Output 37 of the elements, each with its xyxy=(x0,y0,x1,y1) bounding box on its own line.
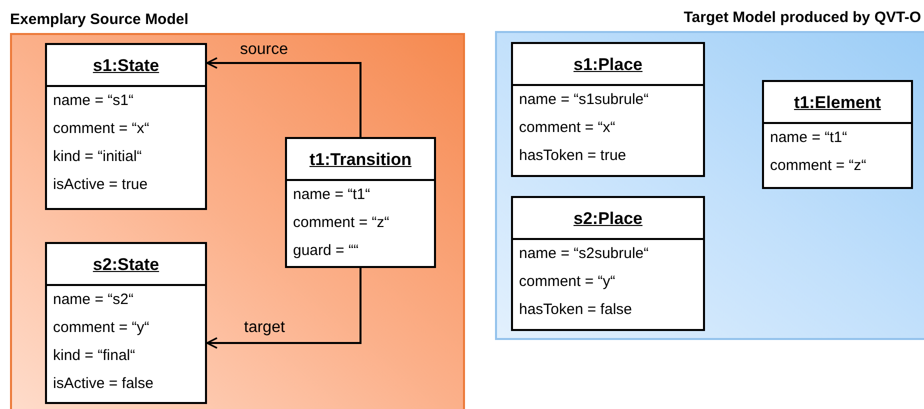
attribute-text: name = “s2subrule“ xyxy=(519,244,649,264)
object-box xyxy=(45,242,207,404)
object-name: t1:Element xyxy=(794,94,881,110)
attribute-text: name = “s1“ xyxy=(53,91,134,111)
attribute-text: comment = “x“ xyxy=(519,118,616,138)
attribute-text: name = “s1subrule“ xyxy=(519,90,649,110)
attribute-text: hasToken = false xyxy=(519,300,632,320)
arrow xyxy=(206,268,362,349)
attribute-text: isActive = false xyxy=(53,374,154,394)
edge-label: target xyxy=(244,318,285,338)
attribute-text: comment = “y“ xyxy=(519,272,616,292)
object-box xyxy=(511,196,705,331)
panel-title: Exemplary Source Model xyxy=(10,10,188,30)
attribute-text: name = “t1“ xyxy=(293,185,370,205)
attribute-text: comment = “z“ xyxy=(293,213,390,233)
object-name: s1:Place xyxy=(574,56,642,72)
attribute-text: name = “s2“ xyxy=(53,290,134,310)
attribute-text: comment = “z“ xyxy=(770,156,866,176)
attribute-text: comment = “y“ xyxy=(53,318,150,338)
object-name: t1:Transition xyxy=(309,150,412,168)
object-box xyxy=(285,137,436,268)
attribute-text: isActive = true xyxy=(53,175,148,195)
attribute-text: kind = “initial“ xyxy=(53,147,142,167)
object-name: s1:State xyxy=(92,56,160,74)
object-box xyxy=(511,42,705,177)
object-box xyxy=(762,80,913,189)
object-name: s2:State xyxy=(92,256,160,272)
edge-label: source xyxy=(240,40,288,60)
attribute-text: hasToken = true xyxy=(519,146,626,166)
attribute-text: name = “t1“ xyxy=(770,128,848,148)
panel-title: Target Model produced by QVT-O xyxy=(684,8,921,28)
attribute-text: comment = “x“ xyxy=(53,119,150,139)
object-box xyxy=(45,43,207,210)
object-name: s2:Place xyxy=(574,210,642,226)
attribute-text: guard = ““ xyxy=(293,241,358,261)
attribute-text: kind = “final“ xyxy=(53,346,136,366)
arrow xyxy=(206,57,362,137)
